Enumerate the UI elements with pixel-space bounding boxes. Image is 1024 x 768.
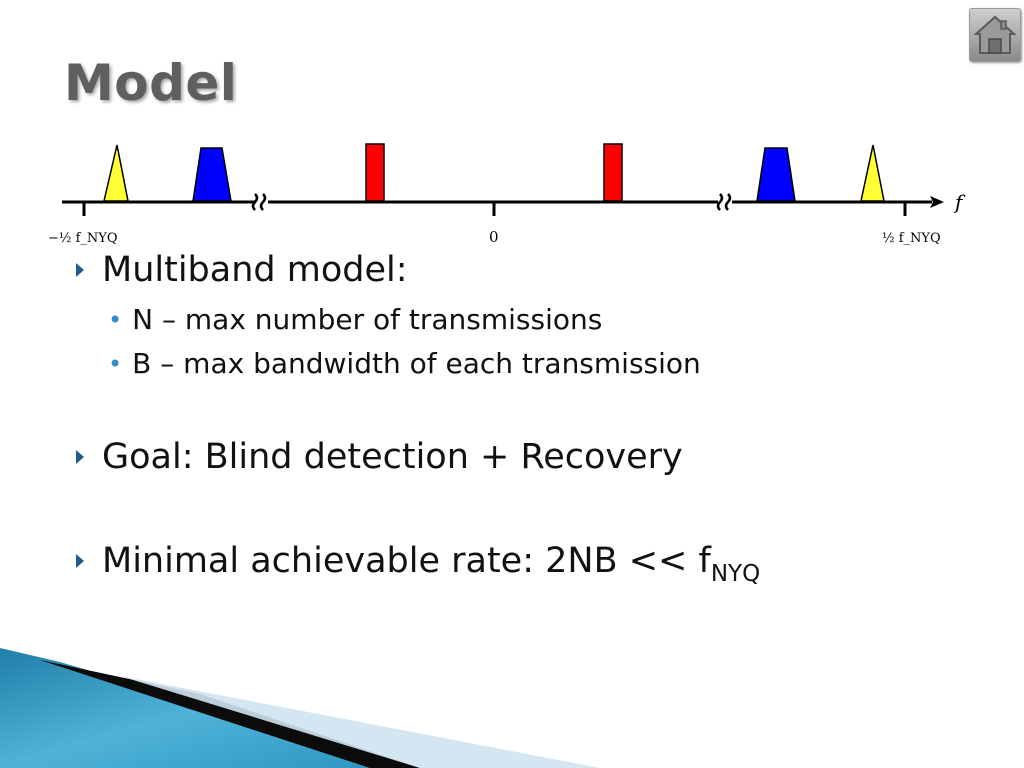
sub-bullet-b-text: B – max bandwidth of each transmission xyxy=(132,347,701,380)
tick-label-right: ½ f_NYQ xyxy=(882,231,941,246)
tick-label-center: 0 xyxy=(489,228,499,246)
axis-arrowhead xyxy=(930,196,944,208)
bullet-rate-text: Minimal achievable rate: 2NB << fNYQ xyxy=(102,541,761,587)
band-blue-right xyxy=(756,147,796,202)
rate-subscript: NYQ xyxy=(710,561,761,587)
page-title: Model xyxy=(64,54,238,112)
sub-bullet-n-text: N – max number of transmissions xyxy=(132,303,603,336)
sub-bullet-dot-icon: • xyxy=(108,305,123,334)
spectrum-diagram: f −½ f_NYQ 0 ½ f_NYQ xyxy=(48,143,966,246)
band-red-left xyxy=(365,143,385,202)
band-yellow-right xyxy=(860,144,885,202)
axis-break-right xyxy=(716,193,732,211)
bullet-arrow-icon xyxy=(76,263,84,277)
bullet-arrow-icon xyxy=(76,554,84,568)
bullet-goal: Goal: Blind detection + Recovery xyxy=(76,437,683,477)
sub-bullet-dot-icon: • xyxy=(108,349,123,378)
bullet-arrow-icon xyxy=(76,450,84,464)
axis-label-f: f xyxy=(953,190,966,214)
tick-label-left: −½ f_NYQ xyxy=(48,231,118,246)
sub-bullet-b: • B – max bandwidth of each transmission xyxy=(108,347,701,380)
axis-break-left xyxy=(251,193,267,211)
band-yellow-left xyxy=(103,144,129,202)
band-blue-left xyxy=(192,147,232,202)
sub-bullet-n: • N – max number of transmissions xyxy=(108,303,602,336)
band-red-right xyxy=(603,143,623,202)
home-icon xyxy=(973,15,1017,54)
bullet-goal-text: Goal: Blind detection + Recovery xyxy=(102,437,683,477)
home-button[interactable] xyxy=(969,8,1021,62)
bullet-rate: Minimal achievable rate: 2NB << fNYQ xyxy=(76,541,761,587)
